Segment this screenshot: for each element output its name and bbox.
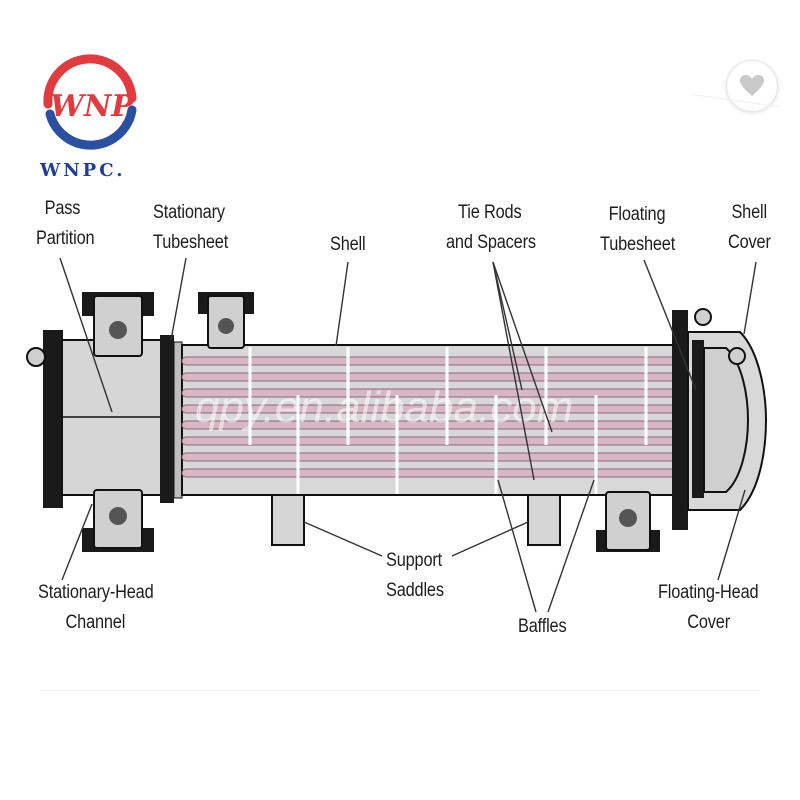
label-line: Tubesheet [153,232,229,253]
label-line: Channel [65,612,126,633]
label-line: Shell [330,234,366,255]
label-tie-rods-spacers: Tie Rods and Spacers [446,198,536,258]
leader-tie-rods-1 [492,261,553,433]
inlet-nozzle-bore [109,321,127,339]
label-support-saddles: Support Saddles [386,546,444,606]
floating-tubesheet [692,340,704,498]
label-line: Saddles [386,580,444,601]
floating-head-vent [728,347,746,365]
support-saddle-left [271,494,305,546]
label-line: Stationary [153,202,225,223]
leader-floating-head [717,489,746,581]
leader-shell-cover [743,261,757,335]
label-stationary-tubesheet: Stationary Tubesheet [153,198,228,258]
label-shell-cover: Shell Cover [728,198,771,258]
watermark: qpy.en.alibaba.com [195,383,573,432]
label-floating-tubesheet: Floating Tubesheet [600,200,675,260]
label-baffles: Baffles [518,612,567,642]
tube [181,452,711,462]
leader-pass-partition [59,257,113,413]
leader-baffles-2 [547,479,595,613]
label-shell: Shell [330,230,366,260]
leader-baffles-1 [497,479,537,613]
label-line: Tubesheet [600,234,676,255]
shell-cover-flange [672,310,688,530]
tube [181,468,711,478]
label-line: Floating [608,204,666,225]
heart-icon [740,75,764,96]
label-floating-head-cover: Floating-Head Cover [658,578,759,638]
wnp-logo: WNP [43,54,137,150]
shell-cover-vent [694,308,712,326]
logo-text: WNP [50,89,135,124]
label-line: Tie Rods [458,202,522,223]
brand-name: WNPC. [40,160,126,181]
stationary-tubesheet [160,335,174,503]
logo-ring-top [43,54,137,109]
label-stationary-head-channel: Stationary-Head Channel [38,578,154,638]
label-line: Cover [687,612,730,633]
label-line: Pass [44,198,81,219]
label-line: Partition [36,228,95,249]
support-saddle-right [527,494,561,546]
leader-lines [59,257,757,613]
leader-floating-tubesheet [643,259,697,391]
label-line: Shell [731,202,767,223]
divider [40,690,760,691]
shell-nozzle-bottom-bore [619,509,637,527]
leader-tie-rods-3 [492,261,535,481]
leader-saddle-left [303,521,383,557]
leader-tie-rods-2 [492,261,523,391]
label-line: Stationary-Head [38,582,154,603]
leader-shell [335,261,349,347]
outlet-nozzle-bore [109,507,127,525]
label-line: Cover [728,232,771,253]
shell-nozzle-top-bore [218,318,234,334]
leader-stationary-head [61,503,93,581]
leader-stationary-tubesheet [170,257,187,341]
label-line: Floating-Head [658,582,759,603]
stationary-tubesheet-plate [173,341,183,499]
logo-ring-bottom [45,105,137,150]
label-pass-partition: Pass Partition [36,194,95,254]
label-line: Baffles [518,616,567,637]
stationary-head-flange [43,330,63,508]
baffles [248,347,648,494]
label-line: Support [386,550,443,571]
leader-saddle-right [451,521,529,557]
vent-nozzle [26,347,46,367]
label-line: and Spacers [446,232,536,253]
